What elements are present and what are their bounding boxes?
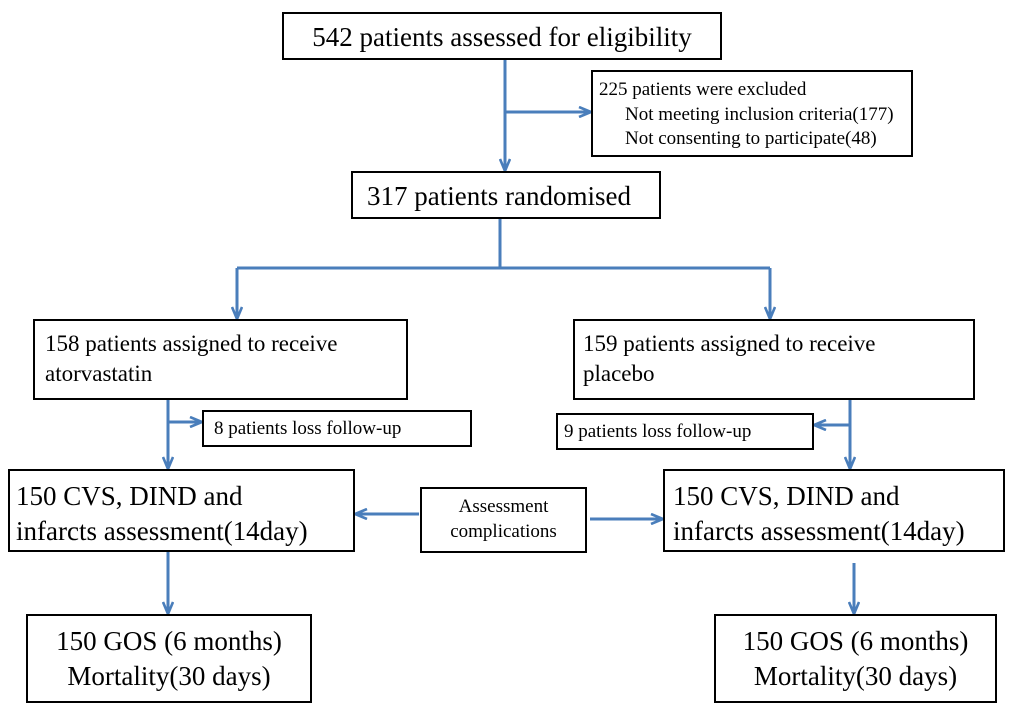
excluded-reason-inclusion: Not meeting inclusion criteria(177) (625, 103, 894, 125)
placebo-assessment-line-2: infarcts assessment(14day) (673, 516, 965, 547)
excluded-title: 225 patients were excluded (599, 79, 807, 100)
atorvastatin-assigned-box: 158 patients assigned to receive atorvas… (33, 319, 408, 400)
placebo-assessment-line-1: 150 CVS, DIND and (673, 481, 900, 511)
randomised-text: 317 patients randomised (367, 181, 631, 211)
atorvastatin-assigned-line-1: 158 patients assigned to receive (45, 331, 338, 356)
atorvastatin-assessment-box: 150 CVS, DIND and infarcts assessment(14… (8, 469, 355, 552)
atorvastatin-assigned-line-2: atorvastatin (45, 360, 153, 386)
assessment-complications-box: Assessment complications (420, 487, 587, 553)
placebo-assigned-line-1: 159 patients assigned to receive (583, 331, 876, 356)
randomised-box: 317 patients randomised (351, 171, 661, 219)
atorvastatin-loss-box: 8 patients loss follow-up (202, 410, 472, 447)
atorvastatin-loss-text: 8 patients loss follow-up (214, 418, 402, 439)
placebo-loss-box: 9 patients loss follow-up (556, 413, 814, 450)
placebo-outcome-gos: 150 GOS (6 months) (742, 626, 969, 656)
eligibility-text: 542 patients assessed for eligibility (312, 22, 692, 52)
atorvastatin-outcome-gos: 150 GOS (6 months) (56, 626, 282, 656)
atorvastatin-assessment-line-1: 150 CVS, DIND and (16, 481, 243, 511)
atorvastatin-outcome-mortality: Mortality(30 days) (67, 661, 271, 692)
placebo-assigned-line-2: placebo (583, 360, 655, 386)
excluded-box: 225 patients were excluded Not meeting i… (591, 70, 913, 157)
assessment-complications-line-1: Assessment (458, 496, 549, 517)
excluded-reason-consent: Not consenting to participate(48) (625, 128, 877, 150)
placebo-loss-text: 9 patients loss follow-up (564, 421, 752, 442)
placebo-outcome-mortality: Mortality(30 days) (753, 661, 958, 692)
atorvastatin-assessment-line-2: infarcts assessment(14day) (16, 516, 308, 547)
assessment-complications-line-2: complications (450, 520, 557, 542)
eligibility-box: 542 patients assessed for eligibility (282, 12, 722, 60)
placebo-outcome-box: 150 GOS (6 months) Mortality(30 days) (714, 614, 997, 703)
placebo-assigned-box: 159 patients assigned to receive placebo (573, 319, 975, 400)
atorvastatin-outcome-box: 150 GOS (6 months) Mortality(30 days) (26, 614, 312, 703)
placebo-assessment-box: 150 CVS, DIND and infarcts assessment(14… (663, 469, 1005, 552)
